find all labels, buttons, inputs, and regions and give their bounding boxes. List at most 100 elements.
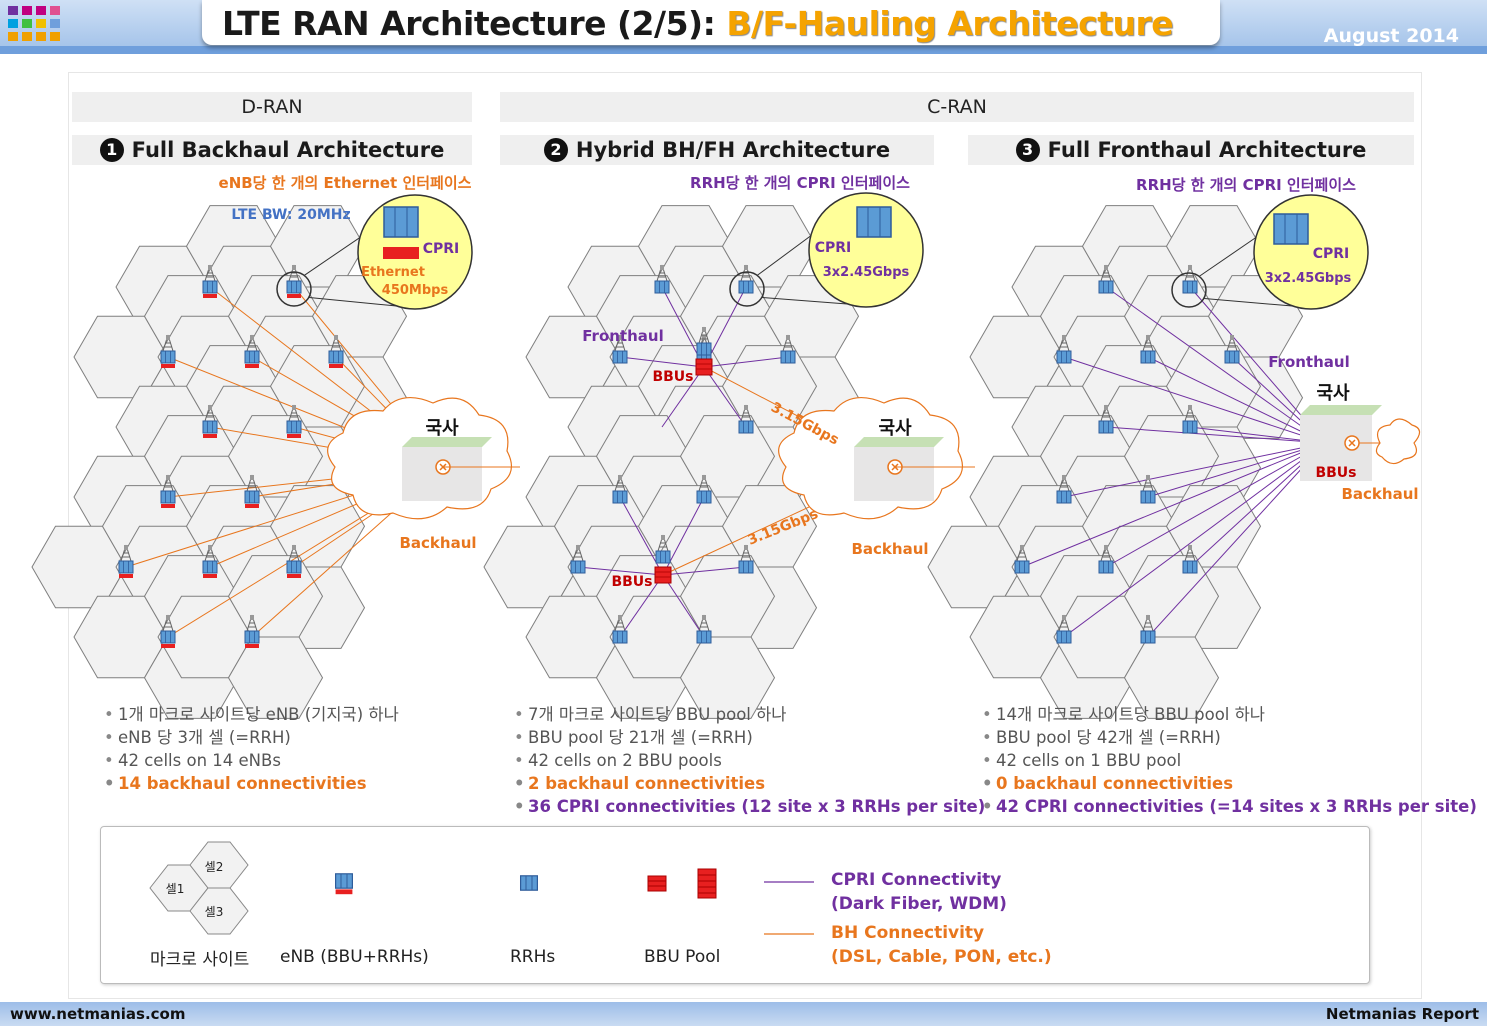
legend-cell1: 셀1 <box>166 882 185 896</box>
rrh-icon <box>696 342 712 356</box>
rrh-icon <box>286 280 302 294</box>
rrh-icon <box>612 490 628 504</box>
enb-bar-icon <box>287 294 301 298</box>
bullet-2-4: •2 backhaul connectivities <box>514 774 766 793</box>
bw-note: LTE BW: 20MHz <box>231 207 350 223</box>
bullet-3-2: •BBU pool 당 42개 셀 (=RRH) <box>982 728 1221 747</box>
cpri-line <box>1147 356 1326 444</box>
zoom2-rate: 3x2.45Gbps <box>823 265 910 280</box>
zoom-circle <box>1253 194 1369 310</box>
rrh-icon <box>1056 490 1072 504</box>
enb-bar-icon <box>161 644 175 648</box>
legend-cpri-title: CPRI Connectivity <box>831 870 1002 890</box>
arch-title-2-text: Hybrid BH/FH Architecture <box>575 138 891 162</box>
title-box <box>202 0 1220 45</box>
cpri-line <box>1147 442 1326 638</box>
rrh-icon <box>1182 560 1198 574</box>
rrh-icon <box>612 630 628 644</box>
rrh-icon <box>738 280 754 294</box>
enb-bar-icon <box>203 434 217 438</box>
legend-enb-label: eNB (BBU+RRHs) <box>280 947 429 967</box>
zoom3-cpri: CPRI <box>1313 246 1350 262</box>
bbus-label-2b: BBUs <box>611 574 652 590</box>
zoom1-rate: 450Mbps <box>382 283 449 298</box>
office-roof <box>1300 405 1382 415</box>
enb-bar-icon <box>203 294 217 298</box>
rrh-icon <box>160 350 176 364</box>
rrh-icon <box>286 420 302 434</box>
cpri-line <box>703 366 747 428</box>
footer-website-link[interactable]: www.netmanias.com <box>10 1005 186 1023</box>
office-and-zoom <box>276 192 1421 520</box>
zoom-rrh-icon <box>856 206 892 238</box>
rrh-icon <box>328 350 344 364</box>
legend-bbu-pool-icon <box>647 868 717 899</box>
banner-stripe <box>0 46 1487 54</box>
office-roof <box>402 437 492 447</box>
fronthaul-label-2: Fronthaul <box>582 327 663 345</box>
rrh-icon <box>696 630 712 644</box>
rrh-icon <box>118 560 134 574</box>
title-main: LTE RAN Architecture (2/5): <box>222 4 727 43</box>
zoom-connector <box>1198 234 1260 277</box>
arch-title-2: 2 Hybrid BH/FH Architecture <box>500 135 934 165</box>
bbu-pool-b <box>654 566 672 584</box>
rrh-icon <box>1098 420 1114 434</box>
bullet-3-4: •0 backhaul connectivities <box>982 774 1234 793</box>
bullet-3-1: •14개 마크로 사이트당 BBU pool 하나 <box>982 705 1265 724</box>
backhaul-cloud <box>1375 418 1421 465</box>
number-badge-2: 2 <box>543 138 568 162</box>
zoom-source-circle <box>1171 272 1207 308</box>
rrh-icon <box>1140 630 1156 644</box>
rrh-icon <box>202 280 218 294</box>
bullet-3-3: •42 cells on 1 BBU pool <box>982 751 1182 770</box>
legend-bh-sub: (DSL, Cable, PON, etc.) <box>831 947 1052 967</box>
enb-bar-icon <box>245 364 259 368</box>
cpri-line <box>1063 442 1326 498</box>
legend-cpri-sub: (Dark Fiber, WDM) <box>831 894 1007 914</box>
bullet-1-2: •eNB 당 3개 셀 (=RRH) <box>104 728 291 747</box>
number-badge-1: 1 <box>99 138 124 162</box>
legend-cpri-text: CPRI Connectivity (Dark Fiber, WDM) <box>831 868 1007 916</box>
cpri-line <box>619 356 705 368</box>
enb-bar-icon <box>119 574 133 578</box>
zoom-circle <box>808 192 924 308</box>
backhaul-label-2: Backhaul <box>851 540 928 558</box>
section-cran: C-RAN <box>500 92 1414 122</box>
zoom-rrh-icon <box>1273 213 1309 245</box>
office-label-1: 국사 <box>425 418 459 439</box>
interface-note-3: RRH당 한 개의 CPRI 인터페이스 <box>1136 176 1356 194</box>
legend-cell3: 셀3 <box>205 905 224 919</box>
rrh-icon <box>1224 350 1240 364</box>
enb-bar-icon <box>329 364 343 368</box>
rrh-icon <box>738 420 754 434</box>
zoom-connector <box>756 232 815 276</box>
rrh-icon <box>160 490 176 504</box>
bbu-pool-a <box>695 358 713 376</box>
rrh-icon <box>160 630 176 644</box>
zoom1-ethernet: Ethernet <box>361 265 425 280</box>
legend-box <box>100 826 1370 984</box>
report-date: August 2014 <box>1323 25 1459 47</box>
bbus-label-3: BBUs <box>1315 465 1356 481</box>
enb-bar-icon <box>245 504 259 508</box>
fronthaul-label-3: Fronthaul <box>1268 353 1349 371</box>
legend-bh-text: BH Connectivity (DSL, Cable, PON, etc.) <box>831 921 1052 969</box>
cell-hexagon <box>1123 636 1220 719</box>
rrh-icon <box>1182 420 1198 434</box>
rrh-icon <box>1098 280 1114 294</box>
cell-hexagon <box>679 636 776 719</box>
bullet-2-2: •BBU pool 당 21개 셀 (=RRH) <box>514 728 753 747</box>
office-roof <box>854 437 944 447</box>
rrh-icon <box>1014 560 1030 574</box>
page-title: LTE RAN Architecture (2/5): B/F-Hauling … <box>222 4 1174 43</box>
rrh-icon <box>738 560 754 574</box>
legend-macro-site-icon <box>149 841 249 935</box>
cell-hexagon <box>227 636 324 719</box>
zoom-rrh-icon <box>383 206 419 238</box>
cpri-line <box>1063 356 1326 444</box>
zoom-connector <box>303 234 364 276</box>
bullets-3: •14개 마크로 사이트당 BBU pool 하나 •BBU pool 당 42… <box>982 703 1477 818</box>
